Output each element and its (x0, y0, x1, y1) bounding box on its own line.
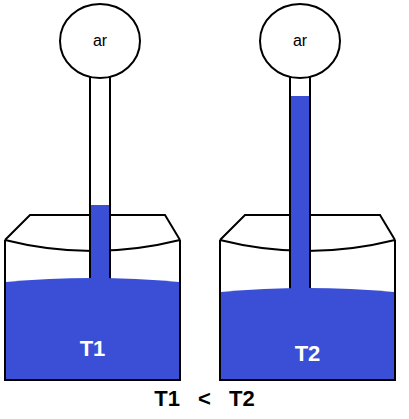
liquid-bath: T2 (221, 288, 394, 379)
liquid-fill (6, 278, 179, 379)
air-bulb: ar (58, 2, 142, 80)
glass-tube (290, 76, 310, 298)
liquid-bath: T1 (6, 278, 179, 379)
gas-label: ar (93, 32, 107, 50)
gas-label: ar (293, 32, 307, 50)
glass-tube (90, 76, 110, 298)
temperature-label: T2 (295, 301, 321, 367)
air-bulb: ar (258, 2, 342, 80)
temperature-label: T1 (80, 296, 106, 362)
tube-liquid-column (291, 96, 309, 297)
comparison-label: T1 < T2 (0, 386, 409, 412)
